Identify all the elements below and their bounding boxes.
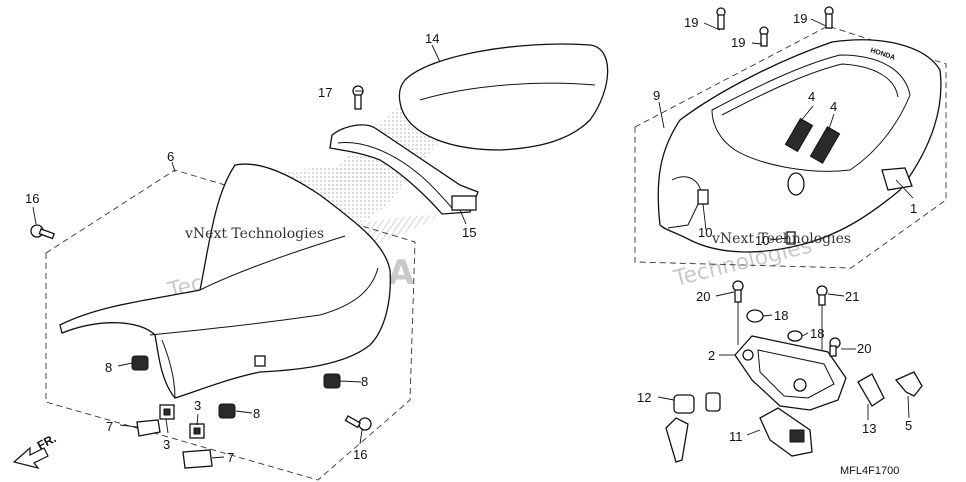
clip-3a-icon: [159, 404, 175, 420]
callout-7b: 7: [227, 450, 234, 465]
callout-6: 6: [167, 149, 174, 164]
grommet-8b-icon: [323, 373, 341, 389]
bolt-16a-icon: [30, 224, 55, 240]
bolt-19a-icon: [716, 7, 726, 30]
callout-2: 2: [708, 348, 715, 363]
callout-19b: 19: [731, 35, 745, 50]
callout-8a: 8: [105, 360, 112, 375]
callout-12: 12: [637, 390, 651, 405]
callout-9: 9: [653, 88, 660, 103]
seat-bracket-strap: [329, 124, 479, 215]
callout-18b: 18: [810, 326, 824, 341]
callout-18a: 18: [774, 308, 788, 323]
callout-14: 14: [425, 31, 439, 46]
leader-lines: [32, 18, 914, 459]
key-lock-12-icon: [665, 392, 721, 463]
cowl-dashed-box: [634, 25, 947, 269]
rubber-cap-1-icon: [881, 167, 913, 191]
callout-7a: 7: [106, 419, 113, 434]
rubber-10a-icon: [697, 189, 709, 205]
callout-19a: 19: [684, 15, 698, 30]
callout-4a: 4: [808, 89, 815, 104]
callout-10a: 10: [698, 225, 712, 240]
grommet-8a-icon: [131, 355, 149, 371]
callout-3a: 3: [163, 437, 170, 452]
seat-dashed-box: [45, 169, 416, 481]
front-direction-label: FR.: [35, 431, 59, 452]
callout-8b: 8: [361, 374, 368, 389]
callout-19c: 19: [793, 11, 807, 26]
plate-13-icon: [857, 373, 885, 407]
bolt-20b-icon: [829, 337, 841, 357]
callout-8c: 8: [253, 406, 260, 421]
spring-5-icon: [894, 371, 923, 397]
grommet-8c-icon: [218, 403, 236, 419]
callout-16b: 16: [353, 447, 367, 462]
collar-18a-icon: [746, 309, 764, 323]
bolt-19c-icon: [824, 6, 834, 29]
callout-21: 21: [845, 289, 859, 304]
bolt-19b-icon: [759, 26, 769, 47]
bolt-21-icon: [816, 285, 828, 306]
callout-20a: 20: [696, 289, 710, 304]
callout-5: 5: [905, 418, 912, 433]
callout-4b: 4: [830, 99, 837, 114]
bolt-20a-icon: [732, 280, 744, 303]
brand-watermark-right: vNext Technologies: [711, 231, 851, 247]
callout-17: 17: [318, 85, 332, 100]
seat-strip-4b-icon: [809, 126, 841, 164]
cushion-7a-icon: [136, 419, 161, 437]
front-seat: [59, 163, 391, 399]
callout-16a: 16: [25, 191, 39, 206]
latch-11-icon: [759, 407, 813, 457]
bolt-16b-icon: [344, 415, 372, 431]
callout-13: 13: [862, 421, 876, 436]
rear-seat-pad: [398, 43, 609, 151]
callout-1: 1: [910, 201, 917, 216]
cushion-7b-icon: [182, 449, 213, 469]
bolt-17-icon: [352, 85, 364, 110]
lock-bracket-2: [734, 335, 847, 411]
callout-3b: 3: [194, 398, 201, 413]
callout-20b: 20: [857, 341, 871, 356]
brand-watermark-left: vNext Technologies: [184, 226, 324, 242]
clip-3b-icon: [189, 423, 205, 439]
callout-15: 15: [462, 225, 476, 240]
front-direction-arrow-icon: [12, 446, 49, 470]
callout-11: 11: [729, 429, 743, 444]
callout-10b: 10: [755, 233, 769, 248]
collar-18b-icon: [787, 330, 803, 342]
seat-strip-4a-icon: [784, 117, 814, 153]
diagram-code: MFL4F1700: [840, 465, 899, 477]
